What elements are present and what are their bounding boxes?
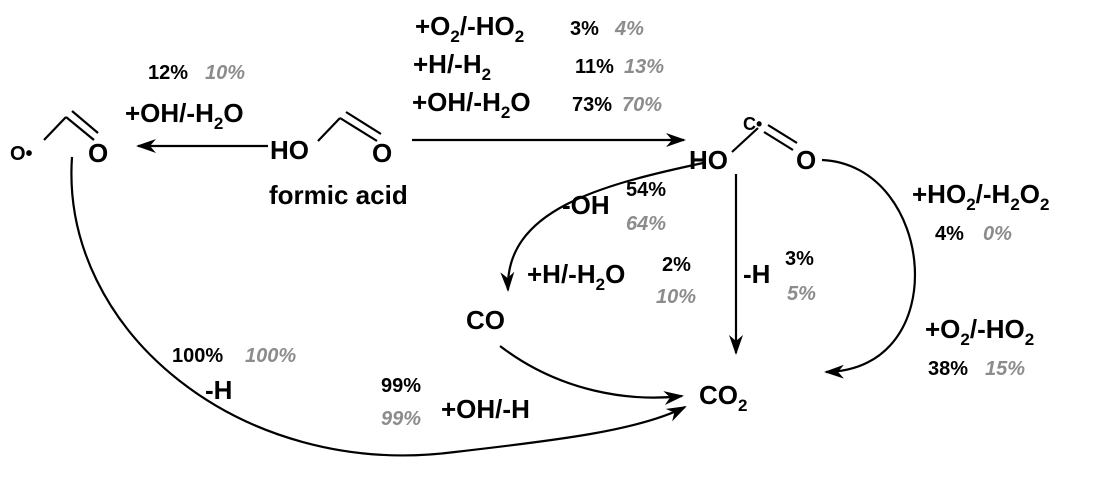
pct-minus-h-mid: 3% <box>785 248 814 270</box>
pct-h-h2o: 2% <box>662 254 691 276</box>
pct-left-oh: 12% <box>148 62 188 84</box>
label-left-minus-h: -H <box>205 375 232 405</box>
label-left-oh-h2o: +OH/-H2O <box>125 98 244 133</box>
pct2-o2-ho2-right: 15% <box>985 358 1025 380</box>
label-o2-ho2-top: +O2/-HO2 <box>415 11 524 46</box>
formyloxyl-o: O <box>88 138 108 168</box>
pct2-left-minus-h: 100% <box>245 345 296 367</box>
pct-o2-ho2-right: 38% <box>928 358 968 380</box>
carboxyl-c-radical: C• <box>743 114 762 134</box>
bond <box>767 124 798 144</box>
bond <box>71 110 99 134</box>
bond <box>763 131 794 151</box>
formic-acid-label: formic acid <box>269 180 408 210</box>
bond <box>43 116 67 141</box>
label-h-h2-top: +H/-H2 <box>413 49 491 84</box>
pct2-minus-oh: 64% <box>626 213 666 235</box>
pct2-oh-h2o-top: 70% <box>622 94 662 116</box>
label-co-oh-h: +OH/-H <box>441 394 530 424</box>
co-species: CO <box>466 305 505 335</box>
bond <box>65 116 95 141</box>
pct-oh-h2o-top: 73% <box>572 94 612 116</box>
carboxyl-o: O <box>796 145 816 175</box>
arrow-right-loop-to-co2 <box>821 158 916 379</box>
bond <box>345 111 382 135</box>
label-minus-oh: -OH <box>562 190 610 220</box>
formyloxyl-structure <box>43 110 99 141</box>
pct2-co-oh: 99% <box>381 408 421 430</box>
pct-co-oh: 99% <box>381 375 421 397</box>
bond <box>339 117 378 142</box>
pct2-h-h2o: 10% <box>656 286 696 308</box>
pct-ho2-h2o2: 4% <box>935 223 964 245</box>
pct2-o2-ho2-top: 4% <box>614 18 644 40</box>
label-oh-h2o-top: +OH/-H2O <box>412 87 531 122</box>
pct-left-minus-h: 100% <box>172 345 223 367</box>
pct-h-h2-top: 11% <box>575 56 614 78</box>
formic-acid-ho: HO <box>270 135 309 165</box>
formyloxyl-o-radical: O• <box>10 143 33 165</box>
carboxyl-ho: HO <box>689 145 728 175</box>
pct2-h-h2-top: 13% <box>624 56 664 78</box>
label-o2-ho2-right: +O2/-HO2 <box>925 314 1034 349</box>
arrow-co-to-co2 <box>499 345 684 406</box>
co2-species: CO2 <box>699 380 747 415</box>
formic-acid-o: O <box>372 138 392 168</box>
pct-o2-ho2-top: 3% <box>570 18 599 40</box>
arrow-to-co <box>500 161 704 292</box>
bond <box>317 117 341 142</box>
carboxyl-radical-structure <box>731 124 798 153</box>
arrow-formyloxyl-to-co2 <box>70 156 687 457</box>
pct2-ho2-h2o2: 0% <box>983 223 1012 245</box>
formic-acid-structure <box>317 111 382 142</box>
label-h-h2o: +H/-H2O <box>527 259 625 294</box>
pct-minus-oh: 54% <box>626 179 666 201</box>
bond <box>731 127 759 153</box>
pct2-minus-h-mid: 5% <box>787 283 816 305</box>
label-minus-h-mid: -H <box>743 259 770 289</box>
label-ho2-h2o2: +HO2/-H2O2 <box>912 179 1050 214</box>
pct2-left-oh: 10% <box>205 62 245 84</box>
